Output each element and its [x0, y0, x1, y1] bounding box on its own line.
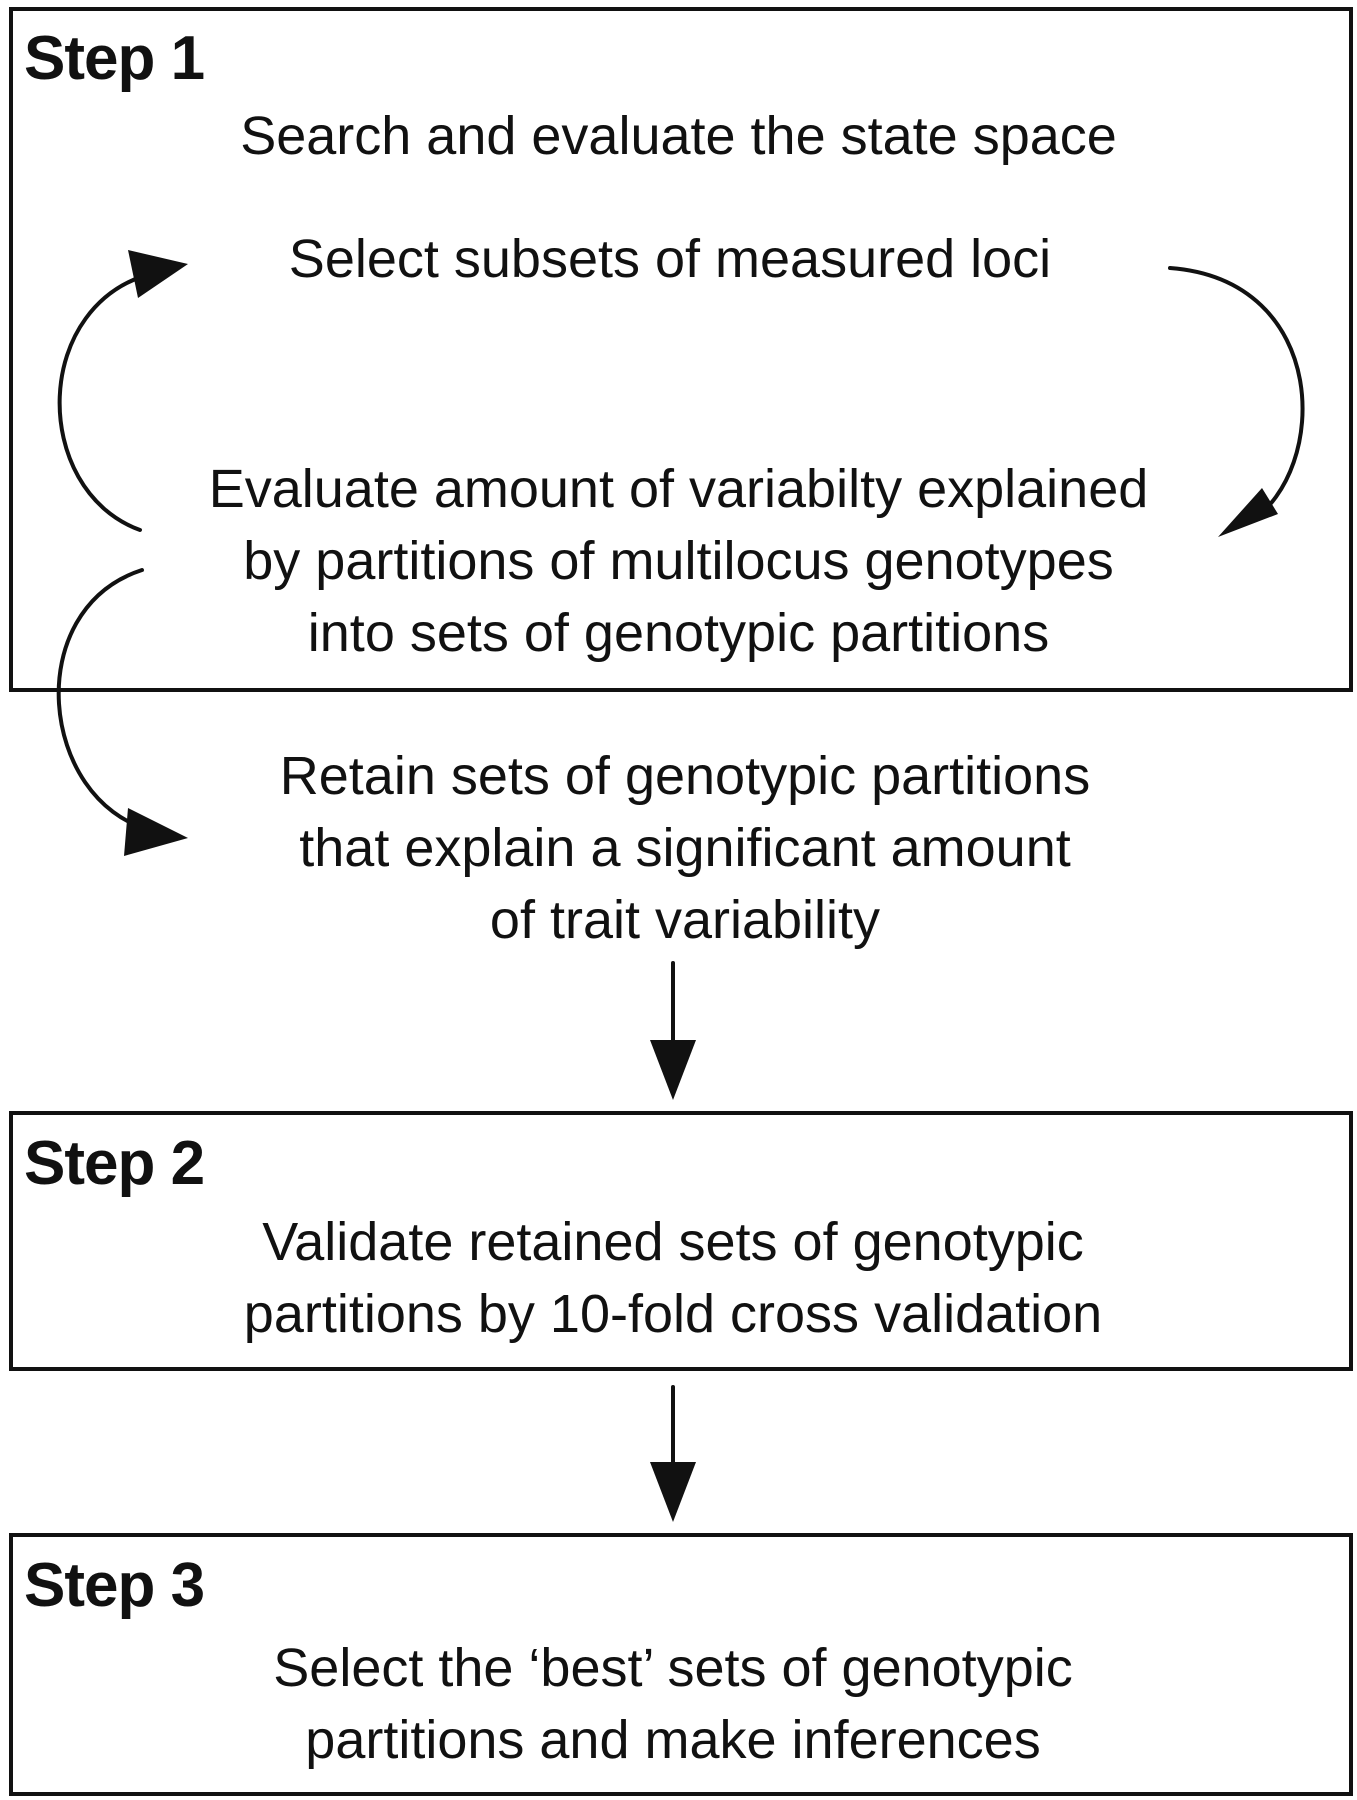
- step-3-title: Step 3: [24, 1551, 205, 1620]
- step-1-title: Step 1: [24, 24, 205, 93]
- step-1-heading: Search and evaluate the state space: [240, 106, 1117, 166]
- step-2-title: Step 2: [24, 1129, 205, 1198]
- arrowhead-down-1: [650, 1040, 696, 1100]
- step-1-box: [9, 7, 1353, 692]
- evaluate-variability-text: Evaluate amount of variabilty explained …: [208, 459, 1149, 663]
- step-3-box: [9, 1533, 1353, 1796]
- select-best-partitions-text: Select the ‘best’ sets of genotypic part…: [273, 1638, 1073, 1770]
- retain-partitions-text: Retain sets of genotypic partitions that…: [279, 746, 1091, 950]
- arrowhead-down-2: [650, 1462, 696, 1522]
- step-2-box: [9, 1111, 1353, 1371]
- validate-partitions-text: Validate retained sets of genotypic part…: [243, 1212, 1103, 1344]
- select-loci-text: Select subsets of measured loci: [288, 229, 1052, 289]
